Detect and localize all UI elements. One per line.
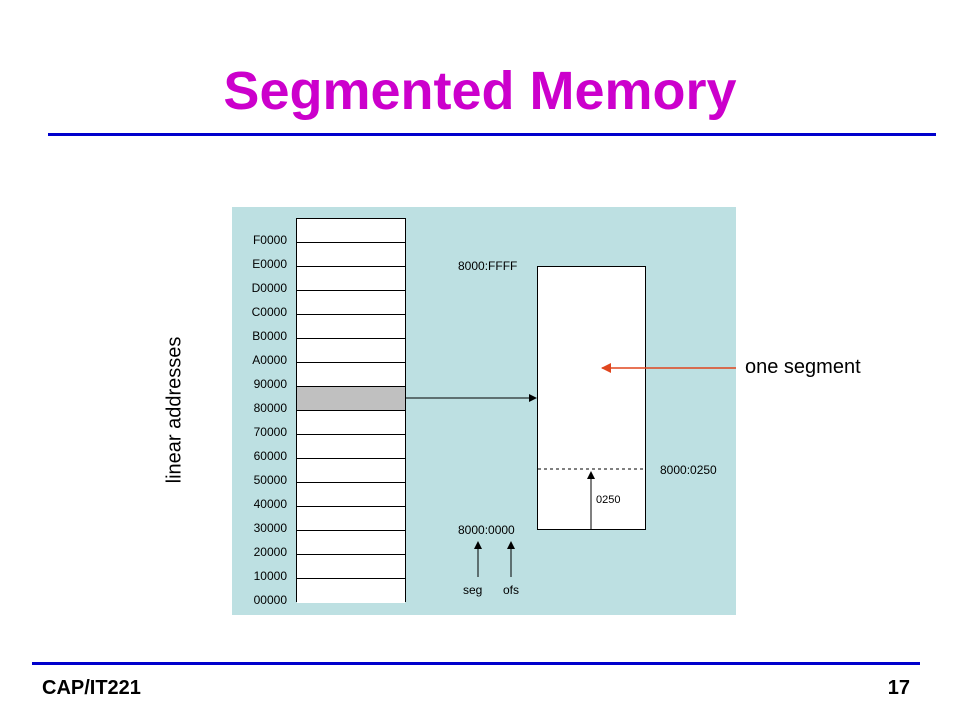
footer-divider <box>32 662 920 665</box>
address-label: 50000 <box>253 473 287 487</box>
offset-value-label: 0250 <box>596 494 621 506</box>
address-label: 30000 <box>253 521 287 535</box>
memory-cell <box>297 459 405 483</box>
address-label: E0000 <box>252 257 287 271</box>
segment-offset-address: 8000:0250 <box>660 463 717 477</box>
address-label: 00000 <box>253 593 287 607</box>
memory-cell <box>297 507 405 531</box>
course-code: CAP/IT221 <box>42 677 141 699</box>
address-label: A0000 <box>252 353 287 367</box>
address-label: D0000 <box>251 281 287 295</box>
memory-cell <box>297 291 405 315</box>
address-label: C0000 <box>251 305 287 319</box>
page-number: 17 <box>887 677 910 699</box>
address-label: 80000 <box>253 401 287 415</box>
one-segment-callout: one segment <box>745 356 861 378</box>
memory-cell <box>297 243 405 267</box>
segment-base-address: 8000:0000 <box>458 523 515 537</box>
address-label: F0000 <box>252 233 287 247</box>
memory-cell <box>297 339 405 363</box>
address-label: 90000 <box>253 377 287 391</box>
memory-cell <box>297 267 405 291</box>
address-label: 10000 <box>253 569 287 583</box>
address-label: 60000 <box>253 449 287 463</box>
memory-cell <box>297 363 405 387</box>
memory-cell <box>297 579 405 603</box>
address-label: 70000 <box>253 425 287 439</box>
memory-cell <box>297 483 405 507</box>
linear-memory-column <box>296 218 406 603</box>
seg-label: seg <box>463 583 483 597</box>
title-divider <box>48 133 936 136</box>
address-label: 20000 <box>253 545 287 559</box>
memory-cell <box>297 411 405 435</box>
segment-top-address: 8000:FFFF <box>458 259 518 273</box>
address-label: 40000 <box>253 497 287 511</box>
address-label: B0000 <box>252 329 287 343</box>
memory-cell <box>297 387 405 411</box>
memory-cell <box>297 219 405 243</box>
memory-cell <box>297 555 405 579</box>
memory-cell <box>297 435 405 459</box>
memory-cell <box>297 531 405 555</box>
memory-cell <box>297 315 405 339</box>
ofs-label: ofs <box>503 583 520 597</box>
slide-title: Segmented Memory <box>223 61 737 121</box>
